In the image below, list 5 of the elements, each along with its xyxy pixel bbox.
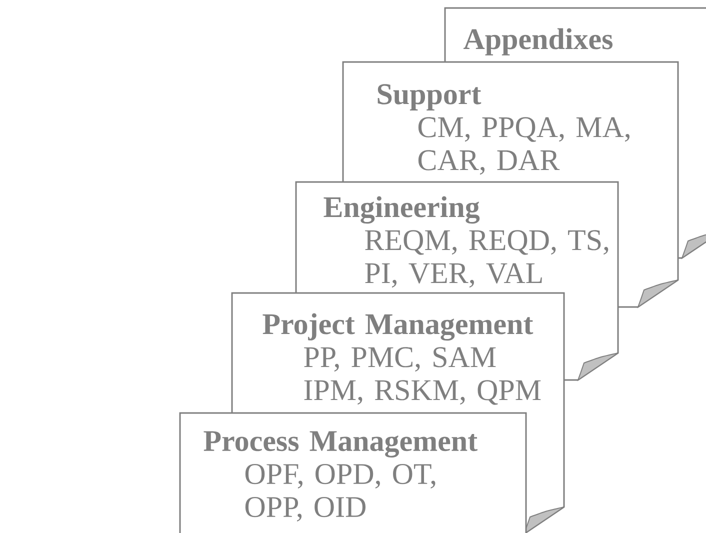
page-text: Appendixes [464,28,613,56]
page-text: Project Management PP, PMC, SAM IPM, RSKM, QPM [262,313,541,405]
page-text: Process Management OPF, OPD, OT, OPP, OID [204,431,478,522]
page-text: Engineering REQM, REQD, TS, PI, VER, VAL [324,196,608,288]
page-text: Support CM, PPQA, MA, CAR, DAR [378,84,630,175]
